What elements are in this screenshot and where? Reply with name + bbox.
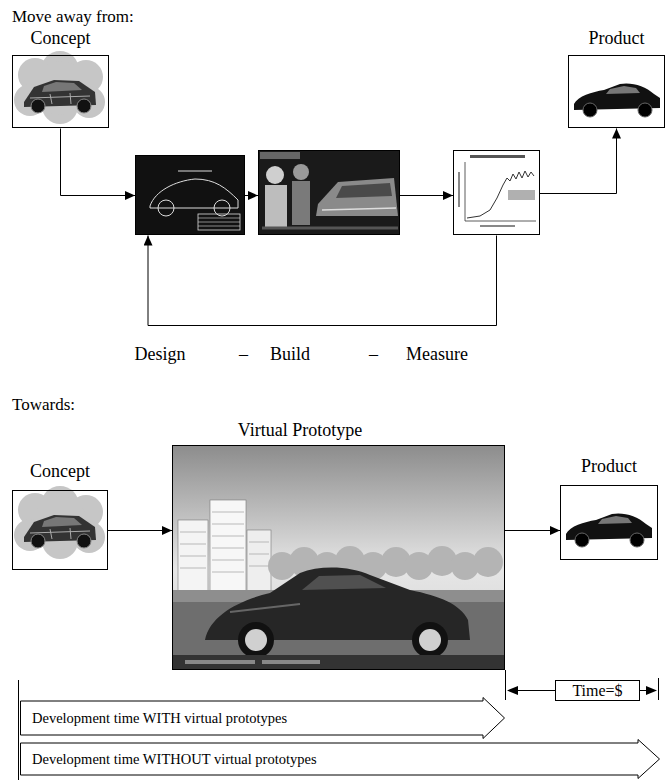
- flow-arrow: [148, 236, 497, 326]
- section-heading: Towards:: [12, 394, 75, 416]
- flow-arrow: [245, 195, 258, 196]
- image-box: Concept: [12, 490, 108, 570]
- flow-arrow: [400, 195, 453, 196]
- image-box: Product: [568, 55, 665, 128]
- dimension-box: Time=$: [555, 680, 640, 701]
- flow-arrow: [108, 530, 172, 531]
- box-heading: Build: [250, 343, 330, 365]
- box-heading: Measure: [392, 343, 482, 365]
- image-box: Virtual Prototype: [172, 445, 505, 670]
- dimension-label: Time=$: [572, 682, 622, 700]
- separator-dash: –: [239, 343, 248, 365]
- flow-arrow: [505, 530, 560, 531]
- flow-arrow: [540, 129, 617, 194]
- image-box: Design: [135, 155, 245, 235]
- image-box: Build: [258, 150, 400, 235]
- box-heading: Design: [120, 343, 200, 365]
- image-box: Product: [560, 485, 658, 560]
- timeline-label: Development time WITHOUT virtual prototy…: [20, 743, 660, 775]
- timeline-label: Development time WITH virtual prototypes: [20, 701, 505, 735]
- box-heading: Virtual Prototype: [190, 419, 410, 441]
- box-heading: Product: [560, 455, 658, 477]
- timeline-arrow: Development time WITH virtual prototypes: [20, 697, 505, 739]
- section-heading: Move away from:: [12, 6, 134, 28]
- box-heading: Concept: [12, 460, 108, 482]
- box-heading: Product: [568, 27, 665, 49]
- box-heading: Concept: [12, 27, 109, 49]
- image-box: Concept: [12, 55, 109, 128]
- timeline-arrow: Development time WITHOUT virtual prototy…: [20, 739, 660, 779]
- flow-arrow: [61, 129, 136, 196]
- separator-dash: –: [369, 343, 378, 365]
- image-box: Measure: [453, 150, 540, 235]
